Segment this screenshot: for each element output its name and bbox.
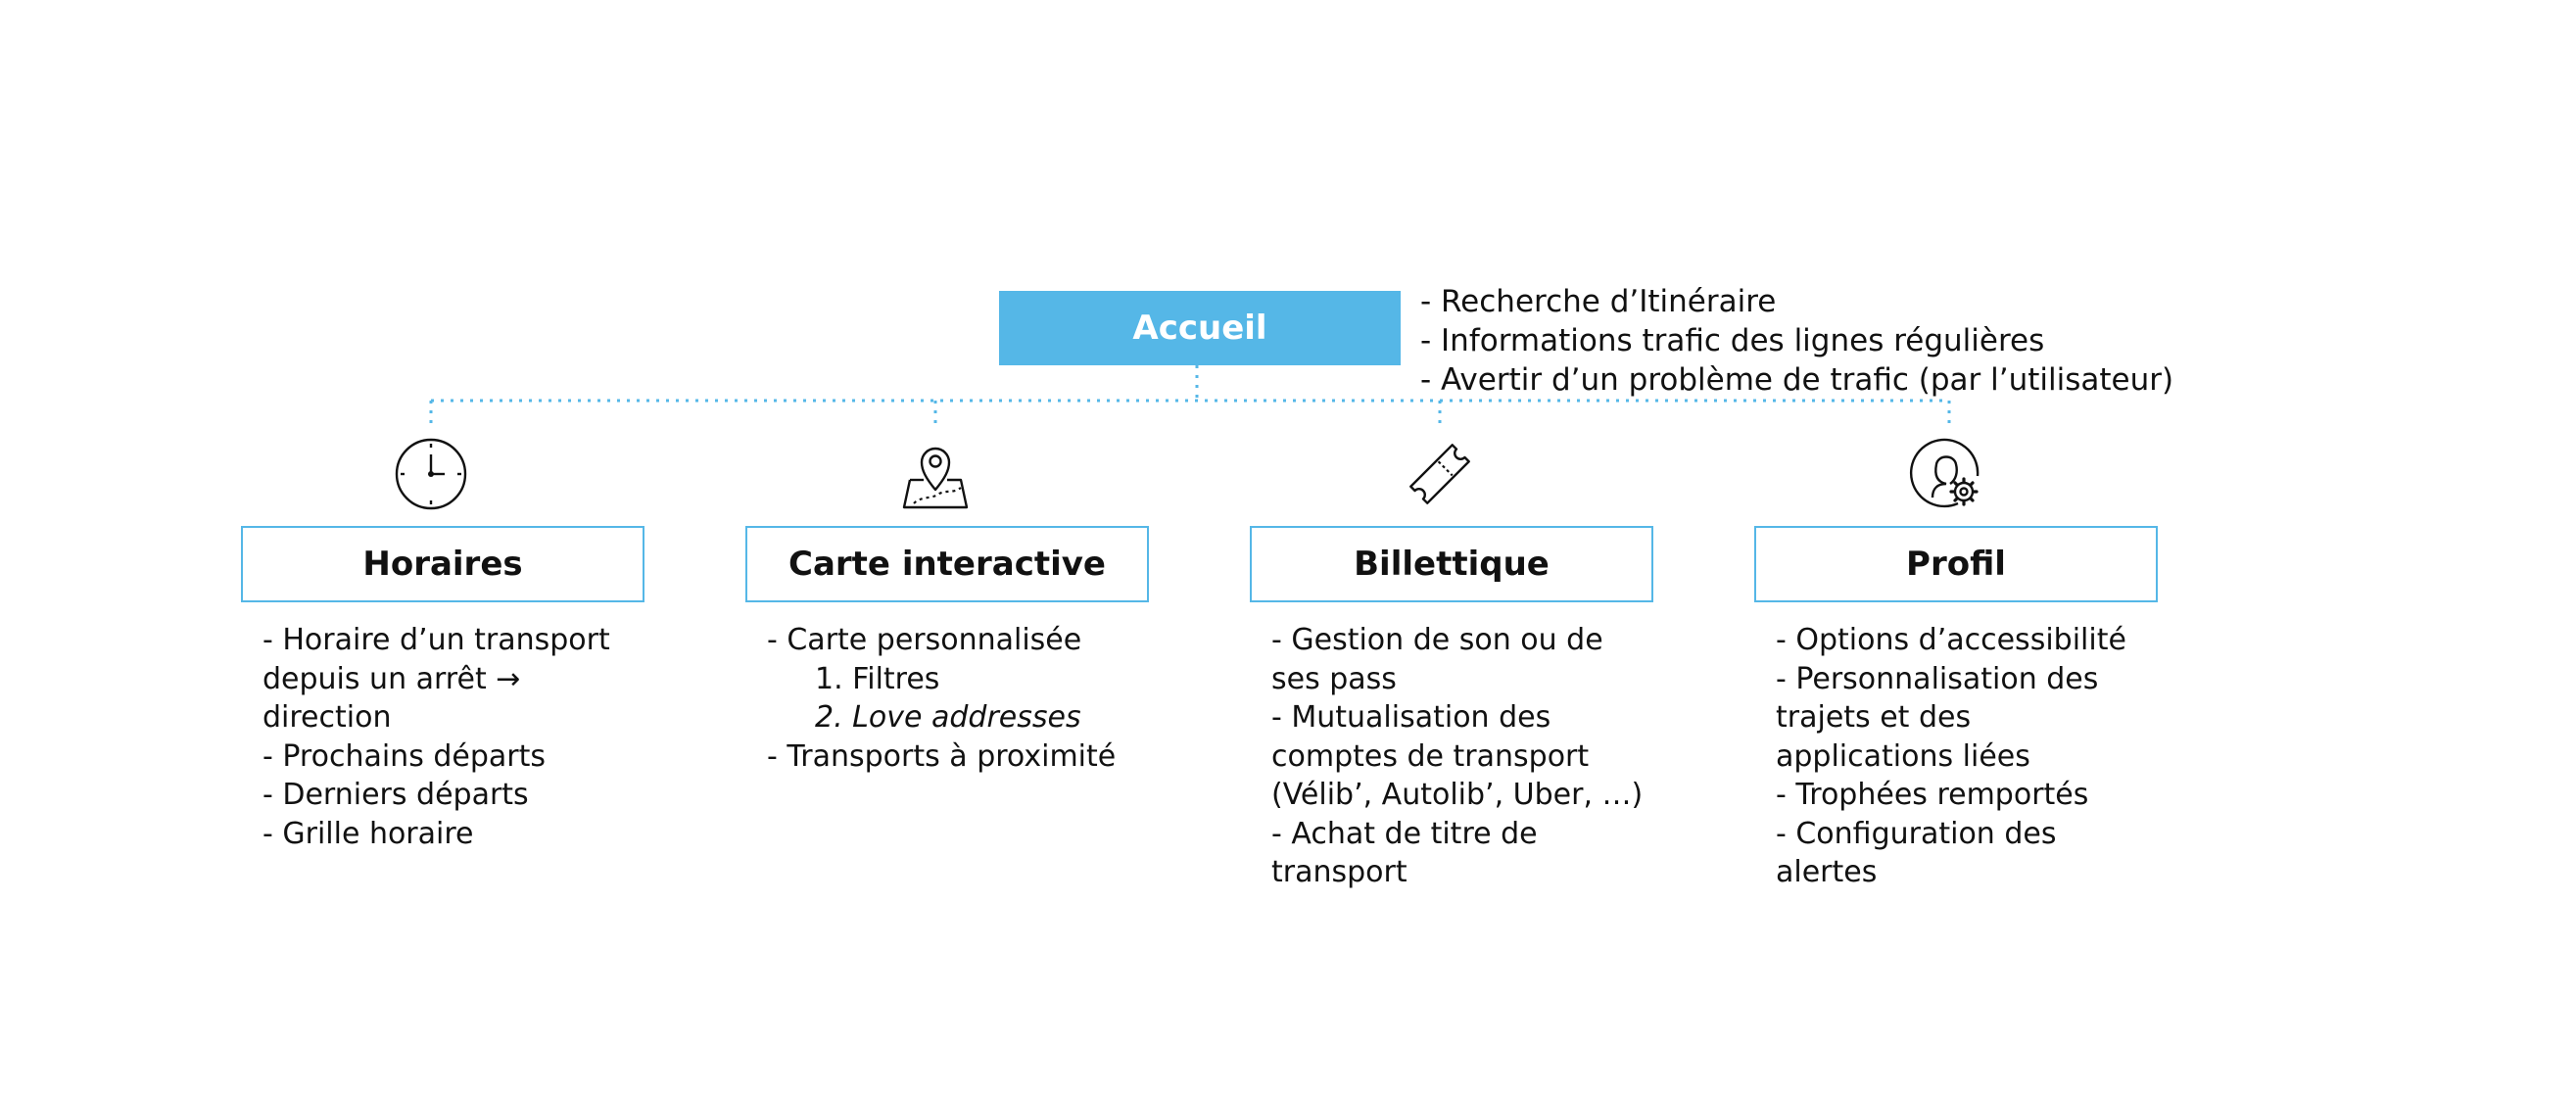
list-item: transport bbox=[1271, 855, 1407, 889]
root-notes: - Recherche d’Itinéraire - Informations … bbox=[1420, 282, 2173, 400]
node-carte-interactive: Carte interactive bbox=[745, 526, 1149, 602]
items-billettique: - Gestion de son ou de ses pass - Mutual… bbox=[1271, 621, 1653, 892]
list-item: - Mutualisation des bbox=[1271, 700, 1551, 735]
node-horaires: Horaires bbox=[241, 526, 644, 602]
node-title: Billettique bbox=[1354, 545, 1550, 584]
ticket-icon bbox=[1409, 444, 1470, 504]
node-title: Carte interactive bbox=[788, 545, 1106, 584]
list-item: - Options d’accessibilité bbox=[1776, 623, 2126, 657]
node-title: Profil bbox=[1906, 545, 2006, 584]
root-note: - Informations trafic des lignes réguliè… bbox=[1420, 323, 2045, 358]
list-item: trajets et des bbox=[1776, 700, 1972, 735]
node-profil: Profil bbox=[1754, 526, 2158, 602]
list-item: - Trophées remportés bbox=[1776, 778, 2089, 812]
list-subitem: 2. Love addresses bbox=[815, 700, 1081, 735]
list-item: - Gestion de son ou de bbox=[1271, 623, 1603, 657]
root-note: - Recherche d’Itinéraire bbox=[1420, 284, 1777, 319]
list-item: - Achat de titre de bbox=[1271, 816, 1538, 851]
list-item: depuis un arrêt → bbox=[262, 661, 521, 696]
list-subitem: 1. Filtres bbox=[815, 661, 940, 696]
root-node-label: Accueil bbox=[1132, 309, 1267, 348]
user-settings-icon bbox=[1909, 438, 1980, 508]
clock-icon bbox=[395, 438, 467, 510]
list-item: - Grille horaire bbox=[262, 816, 474, 851]
list-item: - Configuration des bbox=[1776, 816, 2057, 851]
map-pin-icon bbox=[902, 447, 969, 509]
list-item: - Horaire d’un transport bbox=[262, 623, 610, 657]
list-item: - Transports à proximité bbox=[767, 738, 1117, 774]
list-item: (Vélib’, Autolib’, Uber, …) bbox=[1271, 778, 1644, 812]
list-item: - Personnalisation des bbox=[1776, 661, 2099, 696]
items-profil: - Options d’accessibilité - Personnalisa… bbox=[1776, 621, 2158, 892]
list-item: - Prochains départs bbox=[262, 738, 547, 774]
node-title: Horaires bbox=[362, 545, 523, 584]
root-node-accueil: Accueil bbox=[999, 291, 1401, 365]
list-item: comptes de transport bbox=[1271, 738, 1590, 774]
list-item: - Derniers départs bbox=[262, 778, 529, 812]
list-item: direction bbox=[262, 700, 392, 735]
list-item: ses pass bbox=[1271, 661, 1397, 696]
items-carte-interactive: - Carte personnalisée 1. Filtres 2. Love… bbox=[767, 621, 1149, 776]
root-note: - Avertir d’un problème de trafic (par l… bbox=[1420, 362, 2174, 398]
list-item: applications liées bbox=[1776, 738, 2030, 774]
list-item: alertes bbox=[1776, 855, 1878, 889]
list-item: - Carte personnalisée bbox=[767, 623, 1082, 657]
items-horaires: - Horaire d’un transport depuis un arrêt… bbox=[262, 621, 644, 853]
node-billettique: Billettique bbox=[1250, 526, 1653, 602]
